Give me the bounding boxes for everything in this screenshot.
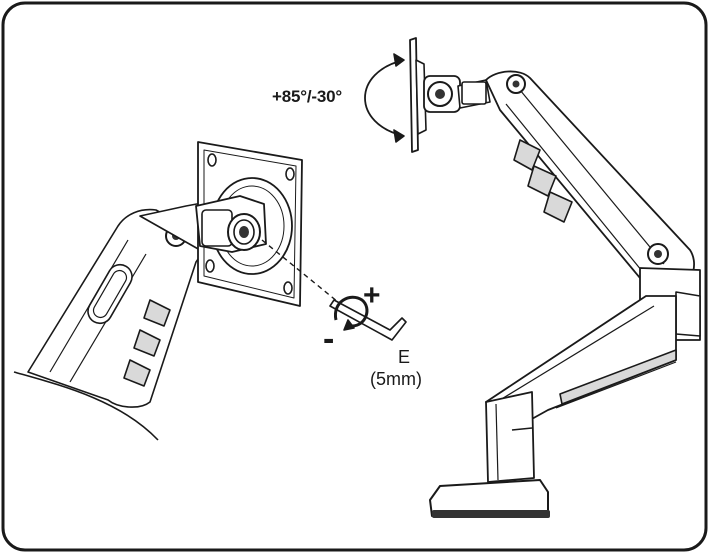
right-arm-full (364, 37, 701, 518)
hex-key-icon (329, 295, 407, 341)
rotation-minus-sign: - (323, 320, 335, 358)
rotation-plus-sign: + (363, 279, 381, 312)
rotation-arrow-icon (333, 295, 369, 328)
desk-edge (13, 371, 159, 441)
hex-key-size: (5mm) (370, 369, 422, 389)
tilt-arc-icon (364, 59, 405, 137)
hex-key-letter: E (398, 347, 411, 367)
tilt-range-label: +85°/-30° (272, 87, 342, 106)
left-arm-closeup (13, 141, 339, 441)
mount-post (485, 391, 535, 483)
